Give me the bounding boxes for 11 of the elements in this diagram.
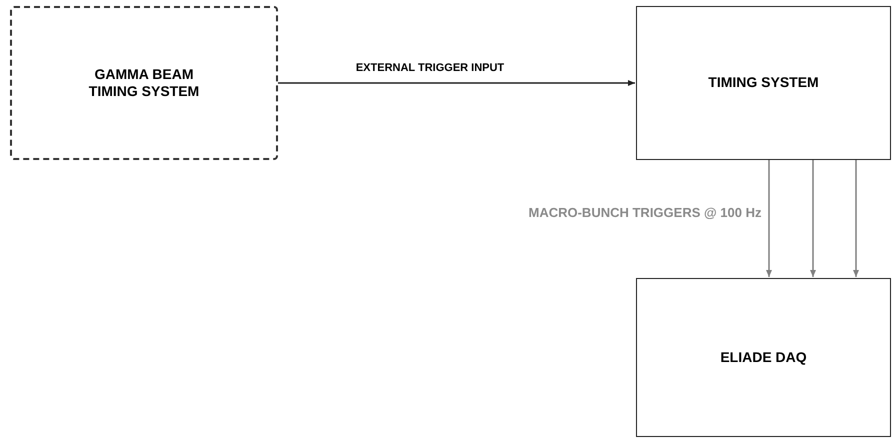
- box-label: ELIADE DAQ: [720, 348, 807, 366]
- box-label: GAMMA BEAM TIMING SYSTEM: [88, 66, 200, 100]
- dashed-system-box: [10, 6, 278, 160]
- arrow: [853, 160, 859, 277]
- edge-label: MACRO-BUNCH TRIGGERS @ 100 Hz: [527, 205, 763, 222]
- arrow: [278, 80, 635, 86]
- system-box: [636, 6, 891, 160]
- arrow: [766, 160, 772, 277]
- system-box: [636, 278, 891, 437]
- box-label: TIMING SYSTEM: [708, 74, 819, 92]
- arrow: [810, 160, 816, 277]
